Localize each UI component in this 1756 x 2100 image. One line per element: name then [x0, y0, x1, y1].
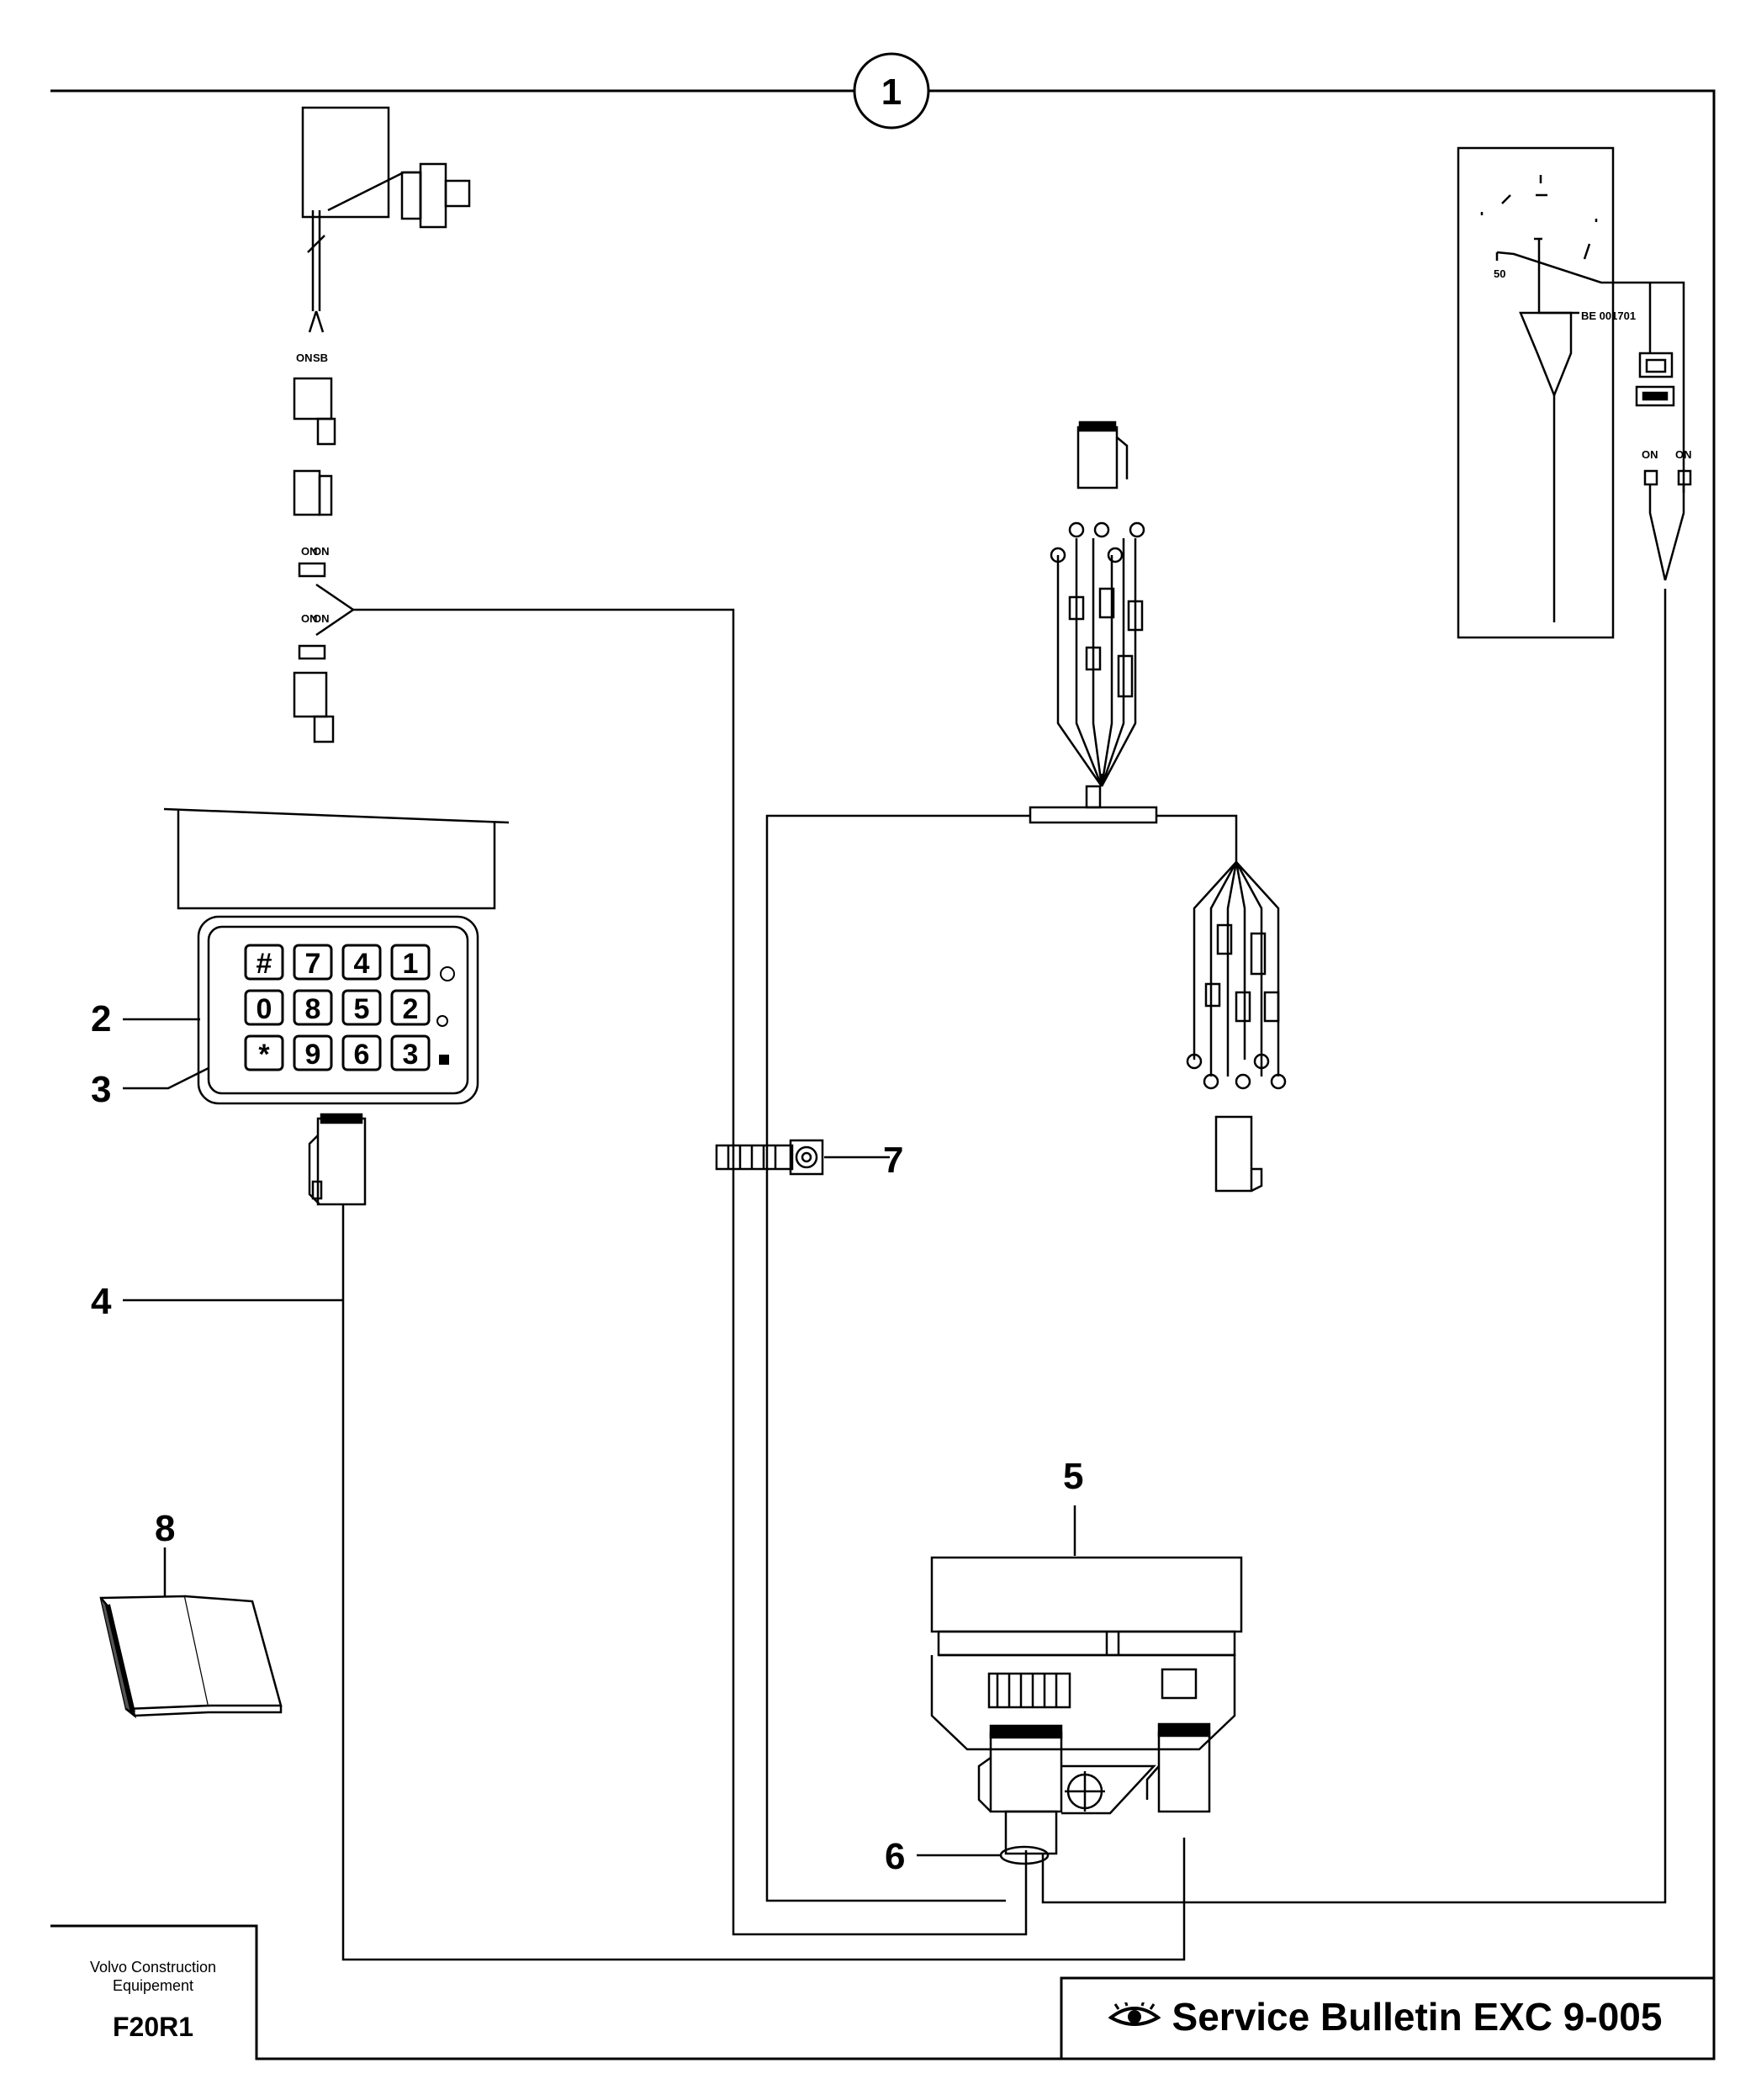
keypad-indicator	[439, 1055, 449, 1065]
keypad-led	[436, 1015, 448, 1027]
eye-icon	[1108, 2002, 1161, 2026]
svg-text:0: 0	[257, 993, 272, 1025]
svg-text:ON: ON	[301, 545, 318, 558]
callout-8: 8	[155, 1508, 175, 1549]
company-block: Volvo Construction Equipement F20R1	[52, 1924, 254, 2059]
keypad-housing	[163, 807, 510, 1105]
svg-text:ON: ON	[1642, 448, 1658, 461]
svg-text:6: 6	[354, 1039, 370, 1071]
callout-3: 3	[91, 1069, 111, 1110]
keypad-key[interactable]: *	[244, 1034, 284, 1071]
cable-tie	[715, 1139, 824, 1176]
keypad-key[interactable]: 4	[341, 944, 382, 981]
bulletin-title-box: Service Bulletin EXC 9-005	[1061, 1978, 1709, 2055]
gauge-panel	[1457, 146, 1692, 639]
keypad-key[interactable]: #	[244, 944, 284, 981]
svg-text:8: 8	[305, 993, 321, 1025]
keypad-key[interactable]: 5	[341, 989, 382, 1026]
callout-leaders	[123, 1018, 1076, 1857]
svg-text:BE 001701: BE 001701	[1581, 309, 1636, 322]
svg-text:1: 1	[403, 948, 419, 980]
bulletin-frame	[1060, 1976, 1714, 2059]
keypad-key[interactable]: 6	[341, 1034, 382, 1071]
top-switch-assembly	[293, 106, 1028, 1936]
frame-border	[50, 89, 1716, 2060]
keypad-key[interactable]: 9	[293, 1034, 333, 1071]
callout-6: 6	[885, 1836, 905, 1877]
callout-5: 5	[1063, 1456, 1083, 1497]
keypad-key[interactable]: 1	[390, 944, 431, 981]
control-unit	[930, 589, 1667, 1904]
callout-1: 1	[881, 71, 902, 113]
svg-text:4: 4	[354, 948, 370, 980]
svg-text:*: *	[258, 1039, 270, 1071]
gauge-labels: 50 BE 001701 ON ON	[1494, 267, 1692, 461]
svg-text:5: 5	[354, 993, 370, 1025]
callout-2: 2	[91, 998, 111, 1039]
svg-text:3: 3	[403, 1039, 419, 1071]
bulletin-title: Service Bulletin EXC 9-005	[1172, 1995, 1663, 2039]
svg-text:ON: ON	[1675, 448, 1692, 461]
central-harness	[765, 421, 1287, 1902]
svg-text:ON: ON	[313, 545, 330, 558]
keypad-key[interactable]: 7	[293, 944, 333, 981]
svg-text:2: 2	[403, 993, 419, 1025]
svg-text:ON: ON	[296, 352, 313, 364]
keypad-connector	[308, 1113, 1186, 1961]
figure-code: F20R1	[112, 2012, 194, 2042]
keypad: # 7 4 1 0 8 5 2	[244, 944, 455, 1071]
keypad-key[interactable]: 2	[390, 989, 431, 1026]
keypad-key[interactable]: 3	[390, 1034, 431, 1071]
keypad-key[interactable]: 0	[244, 989, 284, 1026]
callout-4: 4	[91, 1281, 112, 1322]
svg-text:50: 50	[1494, 267, 1505, 280]
svg-text:SB: SB	[313, 352, 328, 364]
svg-text:ON: ON	[301, 612, 318, 625]
harness-4	[341, 1204, 1186, 1961]
svg-text:7: 7	[305, 948, 321, 980]
callout-7: 7	[883, 1140, 903, 1181]
callout-1-circle	[853, 52, 930, 130]
open-book-icon	[99, 1595, 283, 1719]
svg-text:#: #	[257, 948, 272, 980]
keypad-led	[440, 966, 455, 981]
svg-text:ON: ON	[313, 612, 330, 625]
keypad-key[interactable]: 8	[293, 989, 333, 1026]
company-name: Volvo Construction Equipement	[89, 1959, 217, 1994]
top-switch-wire-labels: ON SB ON ON ON ON	[296, 352, 330, 625]
svg-text:9: 9	[305, 1039, 321, 1071]
